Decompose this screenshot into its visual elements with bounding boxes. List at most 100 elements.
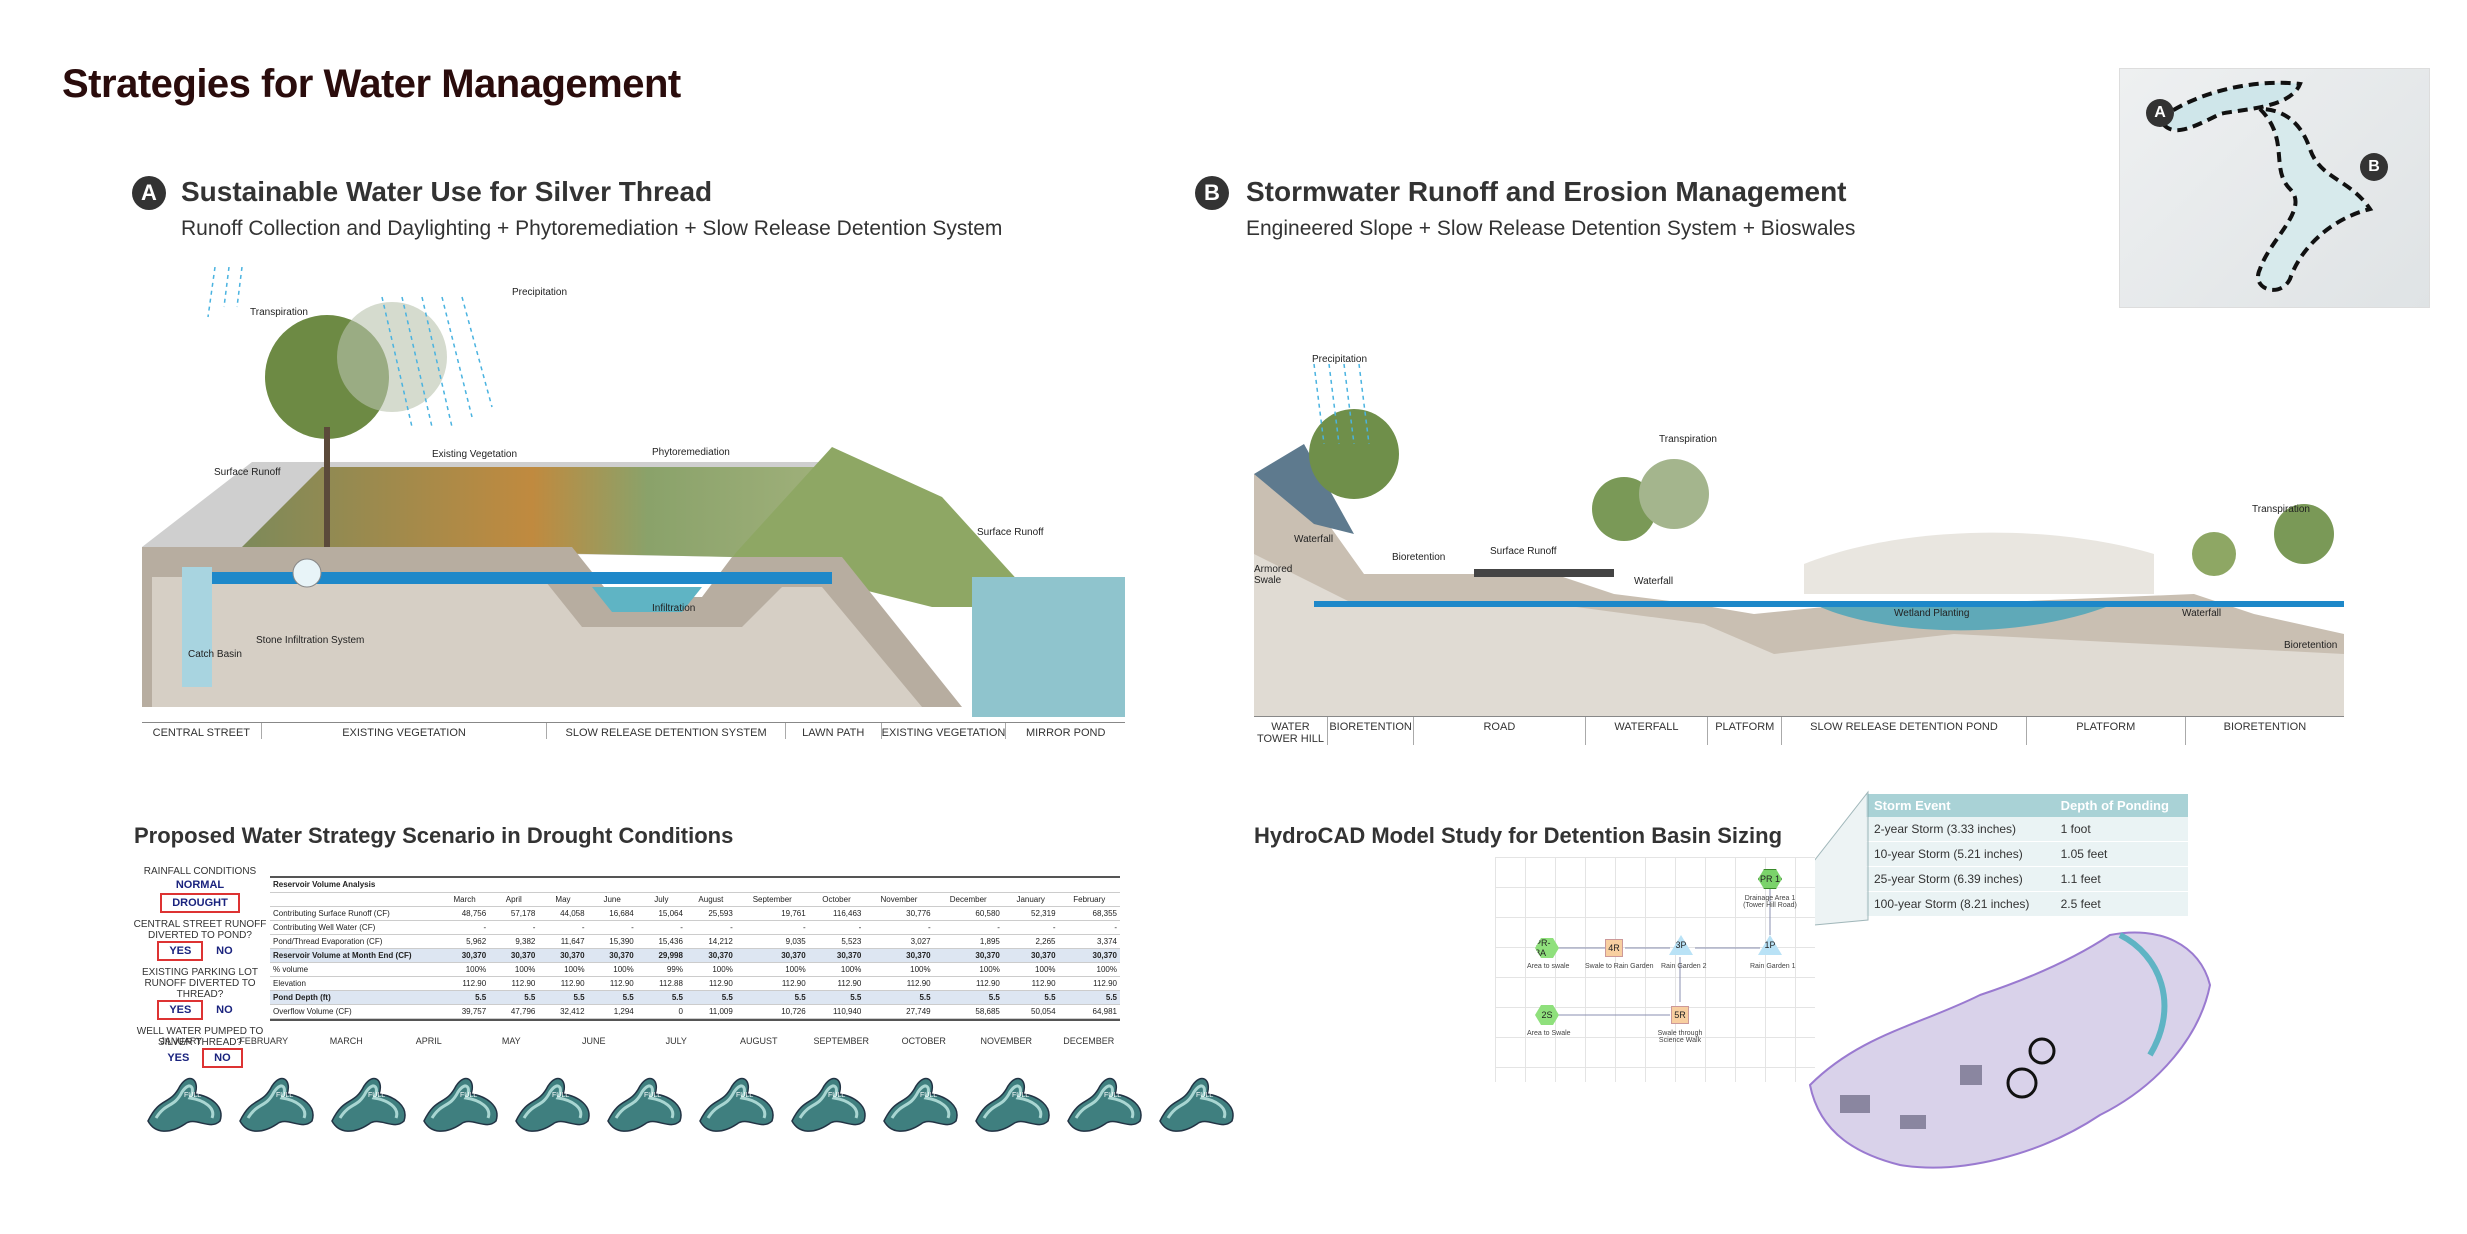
table-cell: 112.90 [587, 976, 637, 991]
table-cell: 5.5 [538, 990, 588, 1005]
node-5r: 5R [1671, 1006, 1689, 1024]
section-b-subtitle: Engineered Slope + Slow Release Detentio… [1246, 217, 1856, 240]
table-cell: - [1002, 920, 1059, 935]
month-header: May [538, 892, 588, 907]
table-cell: 48,756 [440, 906, 490, 921]
row-label: Pond Depth (ft) [270, 990, 440, 1005]
table-cell: 100% [489, 962, 539, 977]
pond-status: FULL [1104, 1092, 1122, 1099]
storm-cell: 2-year Storm (3.33 inches) [1866, 817, 2053, 842]
node-2s: 2S [1535, 1005, 1559, 1025]
pond-status: FULL [920, 1092, 938, 1099]
site-map [1780, 915, 2220, 1180]
table-cell: 112.90 [538, 976, 588, 991]
table-cell: 30,370 [1058, 948, 1120, 963]
table-row: 2-year Storm (3.33 inches)1 foot [1866, 817, 2188, 842]
pond-status-blob: FULL [968, 1066, 1060, 1136]
calendar-month: JANUARY [160, 1036, 203, 1046]
locator-route [2157, 80, 2374, 292]
pond-status-blob: FULL [1152, 1066, 1244, 1136]
label-transpiration: Transpiration [250, 307, 308, 318]
ponding-cell: 1 foot [2052, 817, 2188, 842]
table-cell: 112.90 [1002, 976, 1059, 991]
zone-label: Bioretention [1328, 717, 1415, 745]
section-a-illustration: Transpiration Precipitation Existing Veg… [142, 267, 1125, 717]
table-row: 25-year Storm (6.39 inches)1.1 feet [1866, 866, 2188, 892]
section-b-zone-bar: Water Tower Hill Bioretention Road Water… [1254, 716, 2344, 745]
label-transpiration: Transpiration [1659, 434, 1717, 445]
option-b[interactable]: NO [202, 1048, 243, 1068]
table-cell: 112.90 [808, 976, 865, 991]
pond-status: FULL [276, 1092, 294, 1099]
ponding-cell: 2.5 feet [2052, 891, 2188, 917]
label-stone-infiltration: Stone Infiltration System [256, 635, 365, 646]
table-cell: 3,374 [1058, 934, 1120, 949]
option-a[interactable]: NORMAL [175, 879, 225, 891]
table-cell: - [685, 920, 736, 935]
table-cell: 44,058 [538, 906, 588, 921]
table-cell: 30,370 [864, 948, 934, 963]
node-1p-label: Rain Garden 1 [1750, 963, 1796, 970]
option-a[interactable]: YES [157, 941, 204, 961]
question-label: EXISTING PARKING LOT RUNOFF DIVERTED TO … [142, 967, 258, 1000]
table-title: Reservoir Volume Analysis [270, 878, 440, 893]
table-cell: 30,370 [735, 948, 809, 963]
section-b-illustration: Precipitation Transpiration Transpiratio… [1254, 354, 2344, 716]
flow-links [1555, 887, 1771, 1016]
pond-status-blob: FULL [600, 1066, 692, 1136]
table-cell: 112.88 [636, 976, 686, 991]
table-cell: 64,981 [1058, 1004, 1120, 1019]
section-a-drawing [142, 267, 1125, 717]
table-cell: 30,370 [808, 948, 865, 963]
option-b[interactable]: NO [216, 945, 233, 957]
pond-shape-icon [147, 1077, 222, 1132]
table-cell: 68,355 [1058, 906, 1120, 921]
storm-cell: 100-year Storm (8.21 inches) [1866, 891, 2053, 917]
zone-label: Slow Release Detention Pond [1782, 717, 2027, 745]
pond-status-blob: FULL [876, 1066, 968, 1136]
zone-label: Central Street [142, 723, 262, 739]
pond-status-blob: FULL [1060, 1066, 1152, 1136]
table-cell: 15,390 [587, 934, 637, 949]
table-cell: - [587, 920, 637, 935]
label-bioretention: Bioretention [1392, 552, 1446, 563]
pond-shape-icon [1159, 1077, 1234, 1132]
table-cell: 5.5 [685, 990, 736, 1005]
table-cell: 39,757 [440, 1004, 490, 1019]
row-label: Contributing Surface Runoff (CF) [270, 906, 440, 921]
storm-cell: 10-year Storm (5.21 inches) [1866, 841, 2053, 867]
table-cell: 112.90 [864, 976, 934, 991]
option-b[interactable]: NO [216, 1004, 233, 1016]
table-cell: 29,998 [636, 948, 686, 963]
pond-status-blob: FULL [140, 1066, 232, 1136]
table-cell: 5.5 [1058, 990, 1120, 1005]
table-cell: 47,796 [489, 1004, 539, 1019]
table-cell: 50,054 [1002, 1004, 1059, 1019]
row-label: Pond/Thread Evaporation (CF) [270, 934, 440, 949]
pond-status: FULL [644, 1092, 662, 1099]
row-label: Contributing Well Water (CF) [270, 920, 440, 935]
pond-shape-icon [423, 1077, 498, 1132]
option-a[interactable]: YES [157, 1000, 204, 1020]
label-armored-swale: Armored Swale [1254, 564, 1293, 586]
option-b[interactable]: DROUGHT [160, 893, 240, 913]
zone-label: Lawn Path [786, 723, 882, 739]
calendar-month: MARCH [329, 1036, 363, 1046]
locator-map: A B [2119, 68, 2430, 308]
label-existing-vegetation: Existing Vegetation [432, 449, 518, 460]
table-cell: 0 [636, 1004, 686, 1019]
label-precipitation: Precipitation [512, 287, 568, 298]
month-header: October [808, 892, 865, 907]
table-row: Contributing Well Water (CF)------------ [270, 920, 1120, 935]
table-cell: - [1058, 920, 1120, 935]
table-cell: 5.5 [636, 990, 686, 1005]
label-waterfall: Waterfall [1294, 534, 1334, 545]
table-cell: 116,463 [808, 906, 865, 921]
calendar-month: SEPTEMBER [813, 1036, 869, 1046]
option-a[interactable]: YES [167, 1052, 190, 1064]
node-3p-label: Rain Garden 2 [1661, 963, 1707, 970]
question-label: WELL WATER PUMPED TO SILVER THREAD? [136, 1026, 264, 1048]
table-cell: 100% [808, 962, 865, 977]
